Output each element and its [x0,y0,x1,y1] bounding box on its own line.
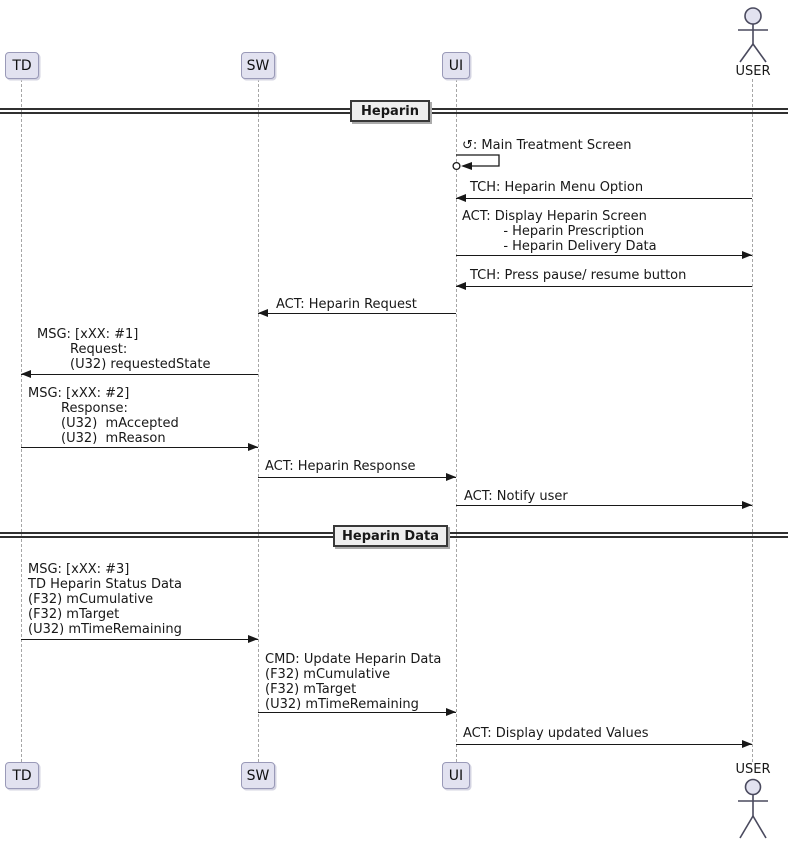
message-heparin-response-arrowhead [446,473,456,481]
participant-td-top: TD [5,52,39,79]
divider-heparin-data-label: Heparin Data [342,528,439,544]
message-display-heparin-line [456,255,752,256]
participant-sw-label: SW [246,57,270,74]
message-display-heparin-label: ACT: Display Heparin Screen - Heparin Pr… [462,209,657,254]
divider-heparin-data: Heparin Data [333,525,448,547]
participant-sw-top: SW [241,52,275,79]
actor-user-bottom-figure [738,778,768,839]
message-display-values-arrowhead [742,740,752,748]
message-pause-resume-line [456,286,752,287]
message-heparin-request-arrowhead [258,309,268,317]
message-msg2-arrowhead [248,443,258,451]
message-display-heparin-arrowhead [742,251,752,259]
message-self-ui-loop [452,154,500,171]
message-pause-resume-arrowhead [456,282,466,290]
divider-heparin: Heparin [350,100,430,122]
message-menu-option-label: TCH: Heparin Menu Option [470,180,644,195]
divider-heparin-label: Heparin [361,103,419,119]
participant-sw-bottom: SW [241,762,275,789]
participant-ui-bottom: UI [442,762,470,789]
message-msg2-line [21,447,258,448]
message-display-values-label: ACT: Display updated Values [463,726,649,741]
message-notify-user-arrowhead [742,501,752,509]
message-heparin-request-line [258,313,456,314]
actor-user-bottom-label: USER [735,762,771,777]
message-display-values-line [456,744,752,745]
message-msg1-arrowhead [21,370,31,378]
participant-td-label: TD [12,57,32,74]
message-cmd-update-arrowhead [446,708,456,716]
participant-sw-label: SW [246,767,270,784]
message-self-ui-label: ↺: Main Treatment Screen [462,138,632,153]
message-notify-user-line [456,505,752,506]
participant-td-label: TD [12,767,32,784]
message-msg1-label: MSG: [xXX: #1] Request: (U32) requestedS… [37,327,211,372]
participant-ui-label: UI [448,767,464,784]
message-heparin-response-line [258,477,456,478]
lifeline-user [752,79,753,762]
message-heparin-response-label: ACT: Heparin Response [265,459,416,474]
message-cmd-update-line [258,712,456,713]
lifeline-sw [258,79,259,762]
message-msg3-line [21,639,258,640]
actor-user-top-label: USER [735,64,771,79]
lifeline-ui [456,79,457,762]
message-msg2-label: MSG: [xXX: #2] Response: (U32) mAccepted… [28,386,179,446]
message-msg3-arrowhead [248,635,258,643]
participant-ui-label: UI [448,57,464,74]
lifeline-td [21,79,22,762]
message-heparin-request-label: ACT: Heparin Request [276,297,417,312]
participant-ui-top: UI [442,52,470,79]
participant-td-bottom: TD [5,762,39,789]
message-pause-resume-label: TCH: Press pause/ resume button [470,268,687,283]
message-menu-option-arrowhead [456,194,466,202]
message-cmd-update-label: CMD: Update Heparin Data (F32) mCumulati… [265,652,442,712]
actor-user-top-figure [738,7,768,63]
message-menu-option-line [456,198,752,199]
message-msg1-line [21,374,258,375]
message-notify-user-label: ACT: Notify user [464,489,568,504]
message-msg3-label: MSG: [xXX: #3] TD Heparin Status Data (F… [28,562,183,637]
